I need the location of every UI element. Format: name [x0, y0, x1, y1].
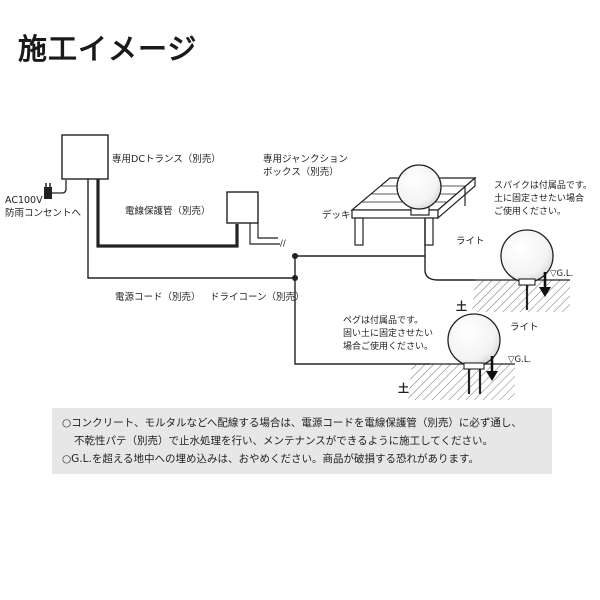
notice-line: ○コンクリート、モルタルなどへ配線する場合は、電源コードを電線保護管（別売）に必…: [62, 417, 522, 429]
peg-note-line: 固い土に固定させたい: [343, 327, 433, 339]
junction-box: [226, 191, 259, 224]
cut-mark: //: [280, 239, 286, 249]
plug-icon: [44, 183, 52, 199]
spike-note-line: 土に固定させたい場合: [494, 192, 584, 204]
upper-gl-label: ▽G.L.: [550, 269, 573, 279]
notice-box: ○コンクリート、モルタルなどへ配線する場合は、電源コードを電線保護管（別売）に必…: [52, 408, 552, 474]
arrow-down-icon: [539, 272, 551, 297]
connector-dot: [292, 253, 298, 259]
page-title: 施工イメージ: [18, 32, 198, 66]
upper-light-cord: [424, 256, 475, 281]
conduit-label: 電線保護管（別売）: [125, 205, 211, 217]
transformer-label: 専用DCトランス（別売）: [112, 153, 221, 165]
junction-lead: [249, 223, 280, 245]
notice-line: 不乾性パテ（別売）で止水処理を行い、メンテナンスができるように施工してください。: [74, 435, 493, 447]
outlet-cord: [52, 180, 67, 194]
arrow-down-icon: [486, 356, 498, 381]
lower-gl-label: ▽G.L.: [508, 355, 531, 365]
notice-line: ○G.L.を超える地中への埋め込みは、おやめください。商品が破損する恐れがありま…: [62, 453, 479, 465]
peg-note-line: ペグは付属品です。: [343, 314, 423, 326]
lower-soil-label: 土: [398, 381, 409, 395]
deck-label: デッキ: [322, 209, 351, 221]
spike-note-line: ご使用ください。: [494, 205, 566, 217]
dc-transformer-box: [61, 134, 109, 180]
upper-soil-label: 土: [456, 299, 467, 313]
upper-light-base: [518, 278, 536, 286]
lower-light-label: ライト: [510, 322, 539, 333]
deck-light-globe: [396, 164, 442, 210]
connector-dot: [292, 275, 298, 281]
junction-box-label: 専用ジャンクション: [263, 153, 348, 165]
ground-hatching: [408, 364, 515, 400]
power-cord-label: 電源コード（別売）: [115, 291, 201, 303]
dry-cone-label: ドライコーン（別売）: [210, 291, 305, 303]
upper-light-label: ライト: [456, 236, 485, 247]
outlet-label: AC100V: [5, 195, 43, 206]
junction-lead: [257, 223, 278, 239]
outlet-label: 防雨コンセントへ: [5, 207, 82, 219]
conduit-pipe: [96, 179, 239, 248]
spike-note-line: スパイクは付属品です。: [494, 180, 592, 191]
power-cord-branch: [294, 278, 430, 365]
lower-light-base: [463, 362, 485, 370]
peg-note-line: 場合ご使用ください。: [343, 340, 433, 352]
junction-box-label: ボックス（別売）: [263, 166, 339, 178]
